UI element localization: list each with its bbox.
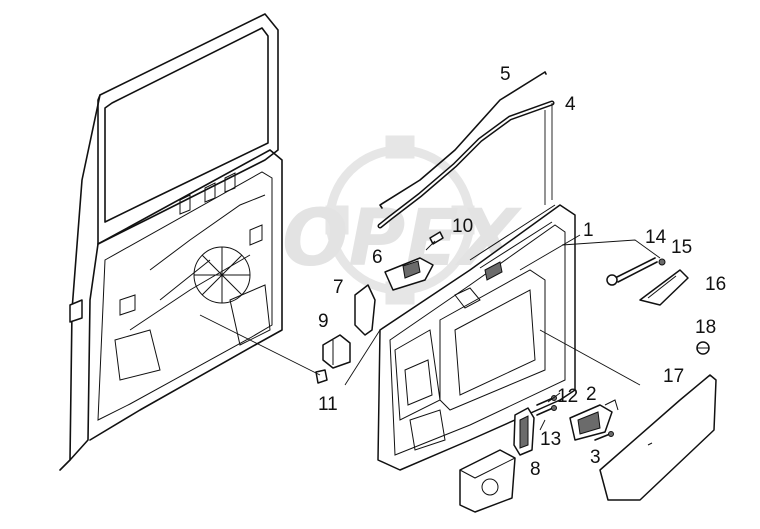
part-8-armrest-pocket [459,449,516,513]
callout-8: 8 [530,459,541,480]
callout-12: 12 [557,386,578,407]
part-10-clip [425,231,444,251]
callout-labels: 1 2 3 4 5 6 7 8 9 10 11 12 13 14 15 16 1… [318,64,726,480]
callout-11: 11 [318,394,338,415]
callout-14: 14 [645,227,667,248]
part-13-handle-bezel [513,407,535,456]
part-11-plug [199,314,328,384]
callout-17: 17 [663,366,684,387]
part-15-clip [658,258,666,266]
callout-6: 6 [372,247,383,268]
part-3-screw [594,431,614,441]
part-5-outer-weatherstrip [379,71,547,209]
part-9-switch [322,334,351,369]
door-frame [59,13,283,471]
callout-16: 16 [705,274,726,295]
part-18-grommet [696,341,710,355]
part-4-inner-weatherstrip [377,100,555,229]
part-2-inside-handle [569,399,619,441]
callout-7: 7 [333,277,344,298]
callout-1: 1 [583,220,594,241]
callout-10: 10 [452,216,473,237]
part-16-escutcheon [639,269,689,306]
callout-9: 9 [318,311,329,332]
callout-2: 2 [586,384,597,405]
part-7-pull-handle [354,284,376,336]
callout-5: 5 [500,64,511,85]
watermark-gear-icon [325,135,475,305]
part-14-lock-rod [561,239,661,286]
part-1-door-trim-panel [377,204,576,471]
callout-4: 4 [565,94,576,115]
callout-18: 18 [695,317,716,338]
callout-15: 15 [671,237,692,258]
part-6-handle-housing [384,257,434,291]
callout-13: 13 [540,429,561,450]
callout-3: 3 [590,447,601,468]
part-17-waterproof-sheet [539,329,717,501]
leader-lines [344,234,581,431]
